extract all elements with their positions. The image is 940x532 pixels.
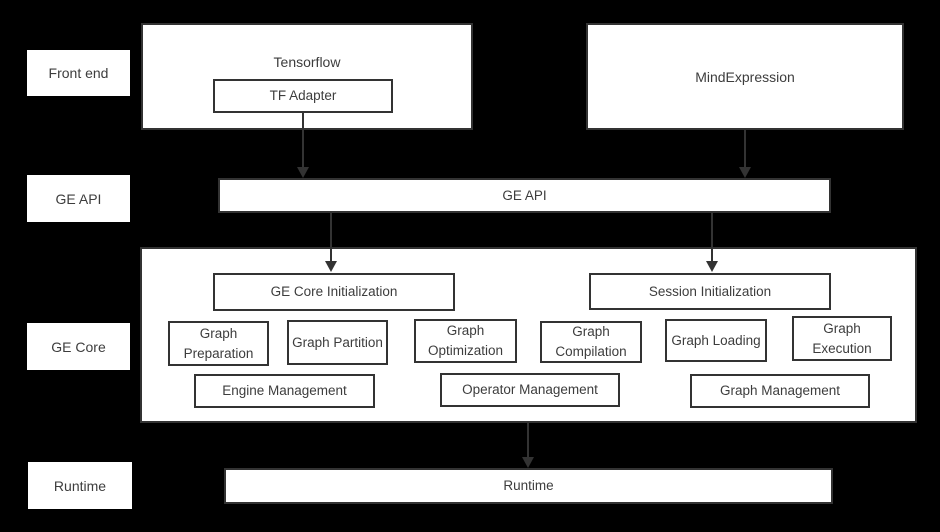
graph-loading-label: Graph Loading <box>671 332 761 348</box>
engine-management-label: Engine Management <box>222 383 347 398</box>
graph-optimization-label: Graph Optimization <box>427 323 504 358</box>
tensorflow-title: Tensorflow <box>273 54 341 70</box>
ge-core-initialization-box: GE Core Initialization <box>213 273 455 311</box>
row-label-front-end: Front end <box>27 50 130 96</box>
row-label-runtime-text: Runtime <box>53 477 107 494</box>
graph-management-label: Graph Management <box>719 383 841 398</box>
arrow-down-icon <box>297 167 309 178</box>
arrow-down-icon <box>522 457 534 468</box>
graph-execution-box: Graph Execution <box>792 316 892 361</box>
graph-partition-label: Graph Partition <box>292 334 383 350</box>
ge-core-initialization-label: GE Core Initialization <box>270 284 398 299</box>
tf-adapter-box: TF Adapter <box>213 79 393 113</box>
graph-partition-box: Graph Partition <box>287 320 388 365</box>
ge-api-bar-label: GE API <box>502 187 547 203</box>
tf-adapter-label: TF Adapter <box>269 88 337 103</box>
runtime-bar: Runtime <box>224 468 833 504</box>
ge-api-bar: GE API <box>218 178 831 213</box>
arrow-down-icon <box>706 261 718 272</box>
engine-management-box: Engine Management <box>194 374 375 408</box>
row-label-ge-core-text: GE Core <box>51 338 106 355</box>
mindexpression-title: MindExpression <box>695 68 795 85</box>
graph-compilation-box: Graph Compilation <box>540 321 642 363</box>
graph-preparation-box: Graph Preparation <box>168 321 269 366</box>
tensorflow-box: Tensorflow <box>141 23 473 130</box>
row-label-ge-core: GE Core <box>27 323 130 370</box>
row-label-ge-api: GE API <box>27 175 130 222</box>
graph-preparation-label: Graph Preparation <box>183 325 254 361</box>
row-label-ge-api-text: GE API <box>55 190 102 207</box>
runtime-bar-label: Runtime <box>503 478 554 493</box>
operator-management-label: Operator Management <box>462 382 598 397</box>
arrow-down-icon <box>739 167 751 178</box>
session-initialization-box: Session Initialization <box>589 273 831 310</box>
graph-compilation-label: Graph Compilation <box>555 324 627 359</box>
row-label-front-end-text: Front end <box>48 65 109 81</box>
graph-execution-label: Graph Execution <box>812 320 872 356</box>
mindexpression-box: MindExpression <box>586 23 904 130</box>
graph-management-box: Graph Management <box>690 374 870 408</box>
graph-optimization-box: Graph Optimization <box>414 319 517 363</box>
session-initialization-label: Session Initialization <box>648 283 772 299</box>
graph-loading-box: Graph Loading <box>665 319 767 362</box>
operator-management-box: Operator Management <box>440 373 620 407</box>
arrow-down-icon <box>325 261 337 272</box>
row-label-runtime: Runtime <box>28 462 132 509</box>
